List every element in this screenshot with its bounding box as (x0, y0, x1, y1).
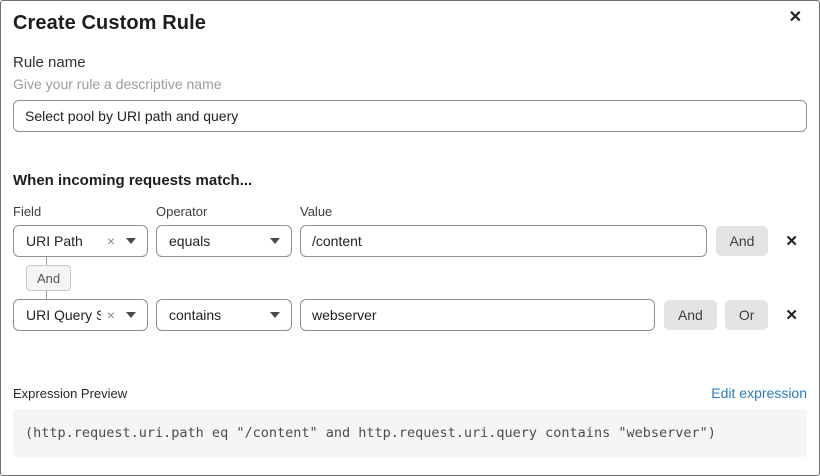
value-input-row2[interactable] (300, 299, 655, 331)
connector-line-bottom (46, 291, 47, 299)
connector-line-top (46, 257, 47, 265)
chevron-down-icon (270, 312, 280, 318)
expression-preview-header: Expression Preview Edit expression (13, 385, 807, 401)
value-column-label: Value (300, 204, 333, 219)
chevron-down-icon (126, 238, 136, 244)
value-input-row1[interactable] (300, 225, 707, 257)
connector-and-badge[interactable]: And (26, 265, 72, 291)
delete-row-icon[interactable]: ✕ (781, 306, 802, 325)
condition-column-headers: Field Operator Value (13, 204, 807, 219)
operator-select-row2[interactable]: contains (156, 299, 292, 331)
match-section-heading: When incoming requests match... (13, 172, 253, 189)
operator-column-label: Operator (156, 204, 208, 219)
edit-expression-link[interactable]: Edit expression (711, 385, 807, 401)
operator-select-row1[interactable]: equals (156, 225, 292, 257)
field-select-row1-value: URI Path (26, 233, 83, 249)
expression-preview-label: Expression Preview (13, 386, 128, 401)
and-button-row2[interactable]: And (663, 300, 717, 330)
condition-row-2: URI Query St... × contains And Or ✕ (13, 299, 807, 331)
expression-code-block: (http.request.uri.path eq "/content" and… (13, 409, 807, 457)
page-title: Create Custom Rule (13, 12, 206, 34)
field-column-label: Field (13, 204, 42, 219)
rule-name-helper-text: Give your rule a descriptive name (13, 76, 222, 92)
chevron-down-icon (270, 238, 280, 244)
clear-selection-icon[interactable]: × (106, 233, 115, 249)
or-button-row2[interactable]: Or (724, 300, 769, 330)
clear-selection-icon[interactable]: × (106, 307, 115, 323)
field-select-row2[interactable]: URI Query St... × (13, 299, 148, 331)
condition-row-1: URI Path × equals And ✕ (13, 225, 807, 257)
chevron-down-icon (126, 312, 136, 318)
operator-select-row1-value: equals (169, 233, 211, 249)
row-connector: And (13, 257, 807, 299)
rule-name-label: Rule name (13, 54, 86, 71)
and-button-row1[interactable]: And (715, 226, 769, 256)
field-select-row2-value: URI Query St... (26, 307, 101, 323)
rule-name-input[interactable] (13, 100, 807, 132)
close-icon[interactable]: ✕ (785, 6, 806, 30)
operator-select-row2-value: contains (169, 307, 222, 323)
delete-row-icon[interactable]: ✕ (781, 232, 802, 251)
field-select-row1[interactable]: URI Path × (13, 225, 148, 257)
